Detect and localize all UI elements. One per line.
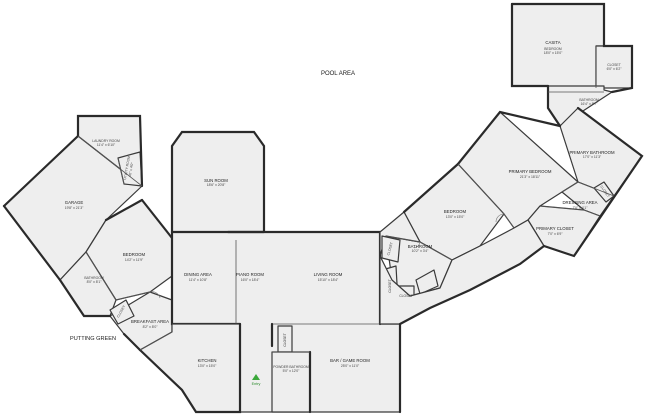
dining-label: DINING AREA	[184, 272, 212, 277]
casita-closet-label: CLOSET	[607, 63, 621, 67]
bar-label: BAR / GAME ROOM	[330, 358, 370, 363]
kitchen-label: KITCHEN	[198, 358, 217, 363]
west-bath-dim: 8'0" x 8'1"	[87, 280, 103, 284]
sunroom-group	[170, 130, 266, 234]
piano-dim: 16'0" x 18'4"	[241, 278, 260, 282]
utility-dim: 4'0" x 4'0"	[128, 161, 135, 177]
sun-room-dim: 18'6" x 20'8"	[207, 183, 226, 187]
living-label: LIVING ROOM	[314, 272, 343, 277]
kitchen-dim: 13'0" x 15'0"	[198, 364, 217, 368]
laundry-label: LAUNDRY ROOM	[92, 139, 120, 143]
primary-bedroom-label: PRIMARY BEDROOM	[509, 169, 552, 174]
east-closet4-shape	[415, 269, 439, 295]
bar-dim: 25'0" x 11'0"	[341, 364, 360, 368]
casita-bedroom-label: BEDROOM	[544, 47, 562, 51]
casita-closet-dim: 6'0" x 6'2"	[607, 67, 623, 71]
east-bath-dim: 10'2" x 3'4"	[412, 249, 430, 253]
east-bedroom-dim: 13'0" x 15'0"	[446, 215, 465, 219]
east-closet3-label: CLOSET	[399, 294, 413, 298]
dressing-dim: 7'0" x 4'1"	[573, 206, 589, 210]
east-closet1-shape	[381, 235, 401, 263]
powder-dim: 5'0" x 12'0"	[283, 369, 301, 373]
west-closet-shape	[109, 299, 135, 325]
casita-group	[510, 2, 634, 128]
primary-bath-label: PRIMARY BATHROOM	[569, 150, 615, 155]
casita-title: CASITA	[545, 40, 560, 45]
center-closet-label: CLOSET	[283, 333, 287, 347]
east-bedroom-label: BEDROOM	[444, 209, 467, 214]
west-bedroom-label: BEDROOM	[123, 252, 146, 257]
east-closet2-label: CLOSET	[388, 279, 392, 293]
breakfast-label: BREAKFAST AREA	[131, 319, 169, 324]
entry-icon	[252, 374, 260, 380]
kitchen-group	[122, 322, 242, 414]
west-closet-label: CLOSET	[116, 305, 126, 319]
dining-dim: 11'4" x 10'8"	[189, 278, 208, 282]
living-dim: 15'10" x 18'4"	[318, 278, 339, 282]
central-group	[170, 230, 402, 414]
garage-dim: 19'8" x 21'3"	[65, 206, 84, 210]
garage-group	[2, 114, 144, 282]
piano-label: PIANO ROOM	[236, 272, 264, 277]
casita-bath-label: BATHROOM	[579, 98, 599, 102]
primary-closet-label: PRIMARY CLOSET	[536, 226, 574, 231]
putting-green-label: PUTTING GREEN	[70, 336, 116, 342]
casita-bedroom-dim: 18'0" x 15'0"	[544, 51, 563, 55]
garage-label: GARAGE	[65, 200, 84, 205]
breakfast-dim: 8'2" x 8'0"	[143, 325, 159, 329]
primary-closet-dim: 7'0" x 6'9"	[548, 232, 564, 236]
dressing-label: DRESSING AREA	[562, 200, 597, 205]
east-wing-group	[379, 106, 644, 326]
primary-bath-dim: 17'0" x 11'3"	[583, 155, 602, 159]
west-bath-label: BATHROOM	[84, 276, 104, 280]
laundry-dim: 11'4" x 6'10"	[97, 143, 116, 147]
east-closet1-label: CLOSET	[386, 242, 393, 256]
pb-closet-label: CLOSET	[599, 185, 610, 198]
powder-shape	[271, 351, 311, 413]
utility-label: UTILITY ROOM	[123, 155, 131, 180]
east-bath-label: BATHROOM	[408, 244, 433, 249]
powder-label: POWDER BATHROOM	[273, 365, 309, 369]
sun-room-label: SUN ROOM	[204, 178, 228, 183]
west-bedroom-dim: 14'2" x 11'9"	[125, 258, 144, 262]
primary-bedroom-dim: 21'3" x 18'11"	[520, 175, 541, 179]
entry-label: Entry	[252, 382, 261, 386]
pool-area-label: POOL AREA	[321, 71, 355, 77]
casita-bath-dim: 16'4" x 8'7"	[581, 102, 599, 106]
